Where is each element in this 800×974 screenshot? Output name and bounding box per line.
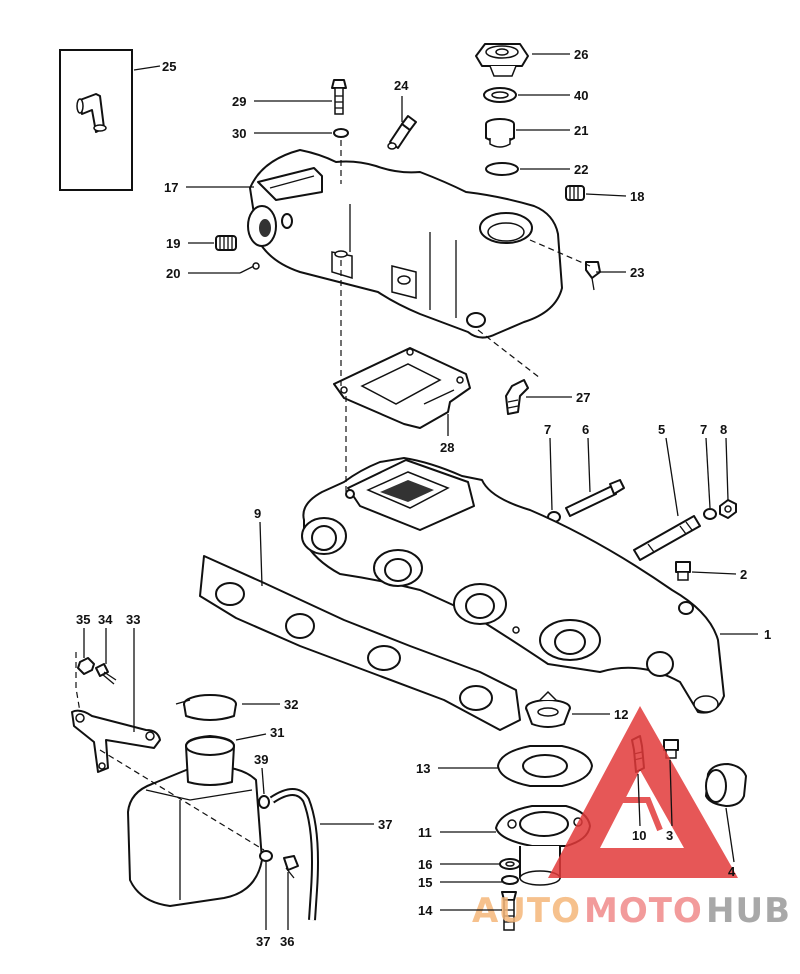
- part-15-lock-washer: [501, 875, 519, 885]
- callout-27: 27: [576, 390, 590, 405]
- callout-28: 28: [440, 440, 454, 455]
- part-36-bolt: [283, 855, 299, 879]
- part-20-drain-screw: [239, 262, 260, 274]
- callout-18: 18: [630, 189, 644, 204]
- part-26-pressure-cap: [475, 43, 529, 77]
- callout-9: 9: [254, 506, 261, 521]
- part-17-water-jacket: [247, 149, 563, 339]
- part-5-stud: [633, 515, 701, 561]
- callout-7-right: 7: [700, 422, 707, 437]
- callout-37-washer: 37: [256, 934, 270, 949]
- part-28-mounting-gasket: [333, 347, 471, 429]
- callout-40: 40: [574, 88, 588, 103]
- callout-21: 21: [574, 123, 588, 138]
- part-13-thermostat-gasket: [497, 745, 593, 787]
- callout-15: 15: [418, 875, 432, 890]
- watermark-triangle: [548, 706, 738, 878]
- callout-25: 25: [162, 59, 176, 74]
- part-1-exhaust-manifold: [301, 457, 725, 714]
- part-34-bolt: [95, 663, 117, 685]
- watermark-moto: MOTO: [584, 891, 703, 931]
- callout-17: 17: [164, 180, 178, 195]
- part-12-thermostat: [525, 690, 571, 728]
- part-4-sleeve: [705, 763, 747, 807]
- part-14-bolt: [501, 891, 517, 931]
- part-24-hose-fitting: [387, 115, 417, 150]
- callout-7-left: 7: [544, 422, 551, 437]
- callout-32: 32: [284, 697, 298, 712]
- automotohub-watermark: AUTO MOTO HUB: [472, 706, 791, 931]
- part-25-elbow-fitting-inset: [59, 49, 133, 191]
- callout-14: 14: [418, 903, 433, 918]
- part-27-elbow-fitting: [505, 379, 529, 415]
- callout-23: 23: [630, 265, 644, 280]
- callout-20: 20: [166, 266, 180, 281]
- callout-11: 11: [418, 825, 432, 840]
- callout-8: 8: [720, 422, 727, 437]
- callout-3: 3: [666, 828, 673, 843]
- part-2-pipe-plug: [675, 561, 691, 581]
- watermark-hub: HUB: [706, 891, 791, 931]
- callout-19: 19: [166, 236, 180, 251]
- callout-6: 6: [582, 422, 589, 437]
- part-30-washer: [333, 128, 349, 138]
- callout-31: 31: [270, 725, 284, 740]
- part-29-bolt: [331, 79, 347, 115]
- part-35-nut: [77, 657, 95, 675]
- callout-29: 29: [232, 94, 246, 109]
- callout-labels: 25 26 40 21 22 18 23 29 30 24 17 19 20 2…: [76, 47, 771, 949]
- part-22-o-ring: [485, 162, 519, 176]
- callout-39: 39: [254, 752, 268, 767]
- part-6-stud: [565, 479, 625, 517]
- callout-12: 12: [614, 707, 628, 722]
- callout-13: 13: [416, 761, 430, 776]
- callout-33: 33: [126, 612, 140, 627]
- part-11-thermostat-housing: [495, 805, 591, 886]
- callout-22: 22: [574, 162, 588, 177]
- callout-26: 26: [574, 47, 588, 62]
- callout-35: 35: [76, 612, 90, 627]
- part-37-overflow-hose: [269, 788, 319, 921]
- part-9-manifold-gasket: [199, 555, 521, 731]
- part-40-cap-gasket: [483, 87, 517, 103]
- callout-30: 30: [232, 126, 246, 141]
- assembly-dashed-lines: [75, 140, 591, 851]
- callout-5: 5: [658, 422, 665, 437]
- callout-1: 1: [764, 627, 771, 642]
- callout-4: 4: [728, 864, 736, 879]
- part-31-coolant-reservoir: [127, 735, 263, 907]
- callout-2: 2: [740, 567, 747, 582]
- callout-36: 36: [280, 934, 294, 949]
- part-16-flat-washer: [499, 858, 521, 870]
- part-37-washer: [259, 850, 273, 862]
- part-19-pipe-plug: [215, 235, 237, 251]
- part-18-pipe-plug: [565, 185, 585, 201]
- callout-34: 34: [98, 612, 113, 627]
- part-32-reservoir-cap: [175, 694, 237, 721]
- callout-37-hose: 37: [378, 817, 392, 832]
- part-33-mounting-bracket: [71, 709, 161, 773]
- watermark-auto: AUTO: [472, 891, 581, 931]
- part-23-drain-cock: [585, 261, 601, 291]
- callout-16: 16: [418, 857, 432, 872]
- part-8-nut: [719, 499, 737, 519]
- part-21-filler-neck: [485, 118, 515, 148]
- callout-10: 10: [632, 828, 646, 843]
- callout-24: 24: [394, 78, 409, 93]
- part-39-hose-clamp: [258, 795, 270, 809]
